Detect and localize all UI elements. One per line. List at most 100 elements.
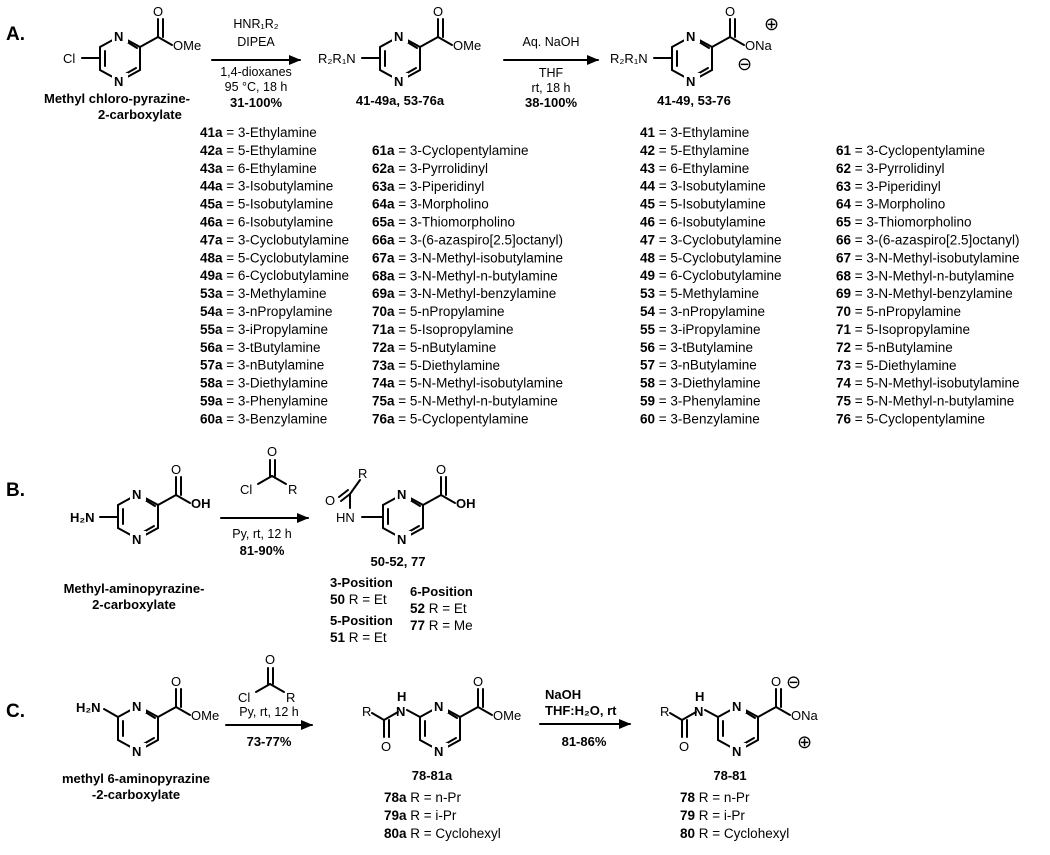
atom-h2n: H₂N xyxy=(76,700,101,715)
product-caption-b: 50-52, 77 xyxy=(371,554,426,569)
amide-c-r-bond xyxy=(349,479,361,495)
compound-49: 49 = 6-Cyclobutylamine xyxy=(640,268,781,283)
atom-n: N xyxy=(434,744,443,759)
compound-69a: 69a = 3-N-Methyl-benzylamine xyxy=(372,286,556,301)
position-heading-6: 6-Position xyxy=(410,584,473,599)
compound-61a: 61a = 3-Cyclopentylamine xyxy=(372,143,528,158)
compound-62a: 62a = 3-Pyrrolidinyl xyxy=(372,161,488,176)
atom-o: O xyxy=(771,674,781,689)
compound-71a: 71a = 5-Isopropylamine xyxy=(372,322,513,337)
reaction-conditions: rt, 18 h xyxy=(532,81,571,95)
atom-r: R xyxy=(288,482,297,497)
compound-71: 71 = 5-Isopropylamine xyxy=(836,322,970,337)
positive-charge: ⊕ xyxy=(764,14,779,34)
start-caption-b-line1: Methyl-aminopyrazine- xyxy=(64,581,205,596)
compound-67: 67 = 3-N-Methyl-isobutylamine xyxy=(836,250,1019,265)
atom-r2r1n: R₂R₁N xyxy=(610,51,648,66)
atom-cl: Cl xyxy=(238,690,250,705)
negative-charge: ⊖ xyxy=(786,672,801,692)
atom-cl: Cl xyxy=(63,51,75,66)
reaction-conditions-b: Py, rt, 12 h xyxy=(232,527,292,541)
start-caption-c-line1: methyl 6-aminopyrazine xyxy=(62,771,210,786)
compound-66: 66 = 3-(6-azaspiro[2.5]octanyl) xyxy=(836,233,1020,248)
reagent-naoh: Aq. NaOH xyxy=(523,35,580,49)
atom-n: N xyxy=(397,532,406,547)
ester-list-column-2: 61a = 3-Cyclopentylamine 62a = 3-Pyrrolid… xyxy=(372,143,563,427)
yield-a2: 38-100% xyxy=(525,95,577,110)
compound-79a: 79a R = i-Pr xyxy=(384,808,457,823)
atom-oh: OH xyxy=(456,496,476,511)
compound-76: 76 = 5-Cyclopentylamine xyxy=(836,412,985,427)
end-caption-c: 78-81 xyxy=(713,768,746,783)
compound-64: 64 = 3-Morpholino xyxy=(836,197,945,212)
structure-aminopyrazine-ester: N N O OMe R₂R₁N xyxy=(318,4,481,89)
atom-n: N xyxy=(694,704,703,719)
atom-o: O xyxy=(381,739,391,754)
structure-acylaminopyrazine-sodium-salt: N N O ONa ⊖ ⊕ N H O R xyxy=(660,672,819,759)
carbonyl-carbon-bond xyxy=(422,494,442,506)
atom-n: N xyxy=(397,487,406,502)
atom-ome: OMe xyxy=(453,38,481,53)
c-oh-bond xyxy=(175,494,191,504)
compound-48: 48 = 5-Cyclobutylamine xyxy=(640,250,781,265)
positive-charge: ⊕ xyxy=(797,732,812,752)
compound-63a: 63a = 3-Piperidinyl xyxy=(372,179,484,194)
compound-49a: 49a = 6-Cyclobutylamine xyxy=(200,268,349,283)
atom-r2r1n: R₂R₁N xyxy=(318,51,356,66)
atom-n: N xyxy=(132,487,141,502)
compound-65: 65 = 3-Thiomorpholino xyxy=(836,215,971,230)
compound-59a: 59a = 3-Phenylamine xyxy=(200,394,328,409)
carbonyl-carbon-bond xyxy=(711,36,731,48)
compound-65a: 65a = 3-Thiomorpholino xyxy=(372,215,515,230)
end-caption-a: 41-49, 53-76 xyxy=(657,93,731,108)
compound-66a: 66a = 3-(6-azaspiro[2.5]octanyl) xyxy=(372,233,563,248)
atom-n: N xyxy=(132,699,141,714)
atom-n: N xyxy=(686,74,695,89)
compound-55: 55 = 3-iPropylamine xyxy=(640,322,760,337)
carbonyl-carbon-bond xyxy=(157,494,177,506)
compound-52: 52 R = Et xyxy=(410,601,467,616)
amide-n-c-bond xyxy=(383,711,399,721)
compound-50: 50 R = Et xyxy=(330,592,387,607)
amide-c-o-bond xyxy=(340,493,351,502)
compound-58: 58 = 3-Diethylamine xyxy=(640,376,760,391)
carbonyl-carbon-bond xyxy=(419,36,439,48)
negative-charge: ⊖ xyxy=(737,54,752,74)
structure-methyl-6-aminopyrazine-carboxylate: N N O OMe H₂N xyxy=(76,674,219,759)
compound-68a: 68a = 3-N-Methyl-n-butylamine xyxy=(372,268,558,283)
compound-57a: 57a = 3-nButylamine xyxy=(200,358,324,373)
amide-c-r-bond xyxy=(371,712,385,721)
carbonyl-carbon-bond xyxy=(139,36,159,48)
compound-80: 80 R = Cyclohexyl xyxy=(680,826,789,841)
atom-n: N xyxy=(396,704,405,719)
atom-o: O xyxy=(153,4,163,19)
reaction-conditions: 95 °C, 18 h xyxy=(225,80,288,94)
reagent-solvent: THF:H₂O, rt xyxy=(545,703,617,718)
compound-74a: 74a = 5-N-Methyl-isobutylamine xyxy=(372,376,563,391)
compound-46a: 46a = 6-Isobutylamine xyxy=(200,215,333,230)
compound-78a: 78a R = n-Pr xyxy=(384,790,461,805)
compound-80a: 80a R = Cyclohexyl xyxy=(384,826,501,841)
compound-73: 73 = 5-Diethylamine xyxy=(836,358,956,373)
compound-42a: 42a = 5-Ethylamine xyxy=(200,143,317,158)
structure-aminopyrazine-sodium-salt: N N O ONa ⊕ ⊖ R₂R₁N xyxy=(610,4,779,89)
compound-51: 51 R = Et xyxy=(330,630,387,645)
mid-caption-a: 41-49a, 53-76a xyxy=(356,93,445,108)
yield-a1: 31-100% xyxy=(230,95,282,110)
atom-ona: ONa xyxy=(791,708,819,723)
c-r-bond xyxy=(269,683,285,693)
atom-n: N xyxy=(686,29,695,44)
atom-o: O xyxy=(473,674,483,689)
atom-cl: Cl xyxy=(240,482,252,497)
compound-70a: 70a = 5-nPropylamine xyxy=(372,304,504,319)
atom-o: O xyxy=(171,462,181,477)
compound-56: 56 = 3-tButylamine xyxy=(640,340,753,355)
structure-acylaminopyrazine-carboxylic-acid: N N O OH O R HN xyxy=(325,462,476,547)
atom-n: N xyxy=(132,744,141,759)
atom-n: N xyxy=(732,744,741,759)
compound-60a: 60a = 3-Benzylamine xyxy=(200,411,327,426)
section-c: C. N N O OMe H₂N methyl 6-aminopyrazine … xyxy=(6,652,819,841)
compound-70: 70 = 5-nPropylamine xyxy=(836,304,961,319)
atom-o: O xyxy=(679,739,689,754)
